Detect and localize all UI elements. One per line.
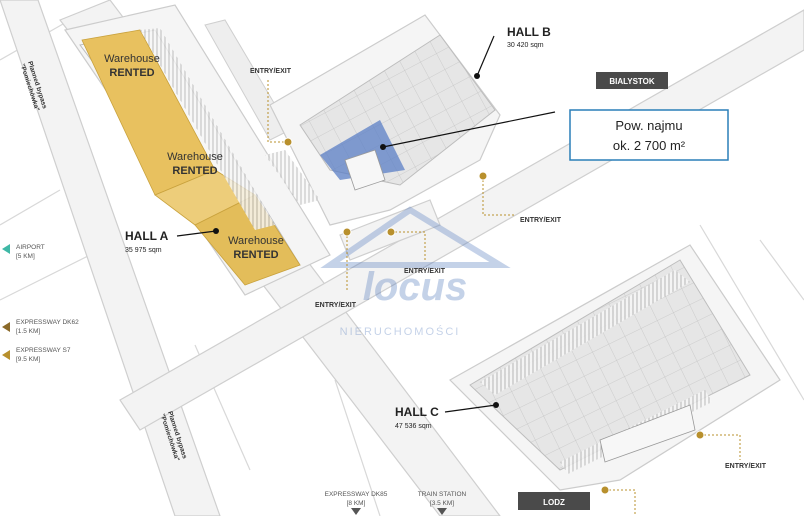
hall-b-office: [344, 149, 386, 191]
unit-label: Warehouse: [228, 235, 284, 247]
arrow-down-icon: [351, 508, 361, 515]
hall-b-area: 30 420 sqm: [507, 42, 544, 49]
city-label-bg: [518, 492, 590, 510]
callout-line2: ok. 2 700 m²: [613, 138, 686, 153]
entry-marker: [695, 430, 705, 440]
watermark-brand: locus: [363, 265, 467, 309]
entry-exit-labels: ENTRY/EXIT ENTRY/EXIT ENTRY/EXIT ENTRY/E…: [250, 68, 767, 470]
arrow-down-icon: [437, 508, 447, 515]
city-labels: BIALYSTOK LODZ: [518, 72, 668, 510]
hall-c-name: HALL C: [395, 405, 439, 419]
entry-exit-label: ENTRY/EXIT: [404, 268, 446, 275]
entry-exit-connectors: [267, 80, 741, 516]
unit-status: RENTED: [109, 67, 154, 79]
entry-marker: [283, 137, 293, 147]
destination-distance: [8 KM]: [347, 500, 366, 507]
destination-distance: [1.5 KM]: [16, 328, 40, 335]
entry-marker: [342, 227, 352, 237]
unit-label: Warehouse: [104, 53, 160, 65]
destination-name: EXPRESSWAY DK85: [325, 491, 388, 498]
destination-name: EXPRESSWAY DK62: [16, 319, 79, 326]
hall-c-parking-north: [480, 270, 690, 395]
destination-distance: [3.5 KM]: [430, 500, 454, 507]
hall-labels: HALL A 35 975 sqm HALL B 30 420 sqm HALL…: [125, 25, 551, 430]
unit-status: RENTED: [233, 249, 278, 261]
hall-b-highlight-unit: [320, 120, 405, 180]
entry-exit-label: ENTRY/EXIT: [250, 68, 292, 75]
hall-b-site: [265, 14, 501, 226]
hall-b-name: HALL B: [507, 25, 551, 39]
hall-a-area: 35 975 sqm: [125, 247, 162, 254]
destinations-bottom: EXPRESSWAY DK85 [8 KM] TRAIN STATION [3.…: [325, 491, 467, 515]
hall-c-office: [599, 404, 696, 463]
entry-exit-label: ENTRY/EXIT: [315, 302, 357, 309]
destination-distance: [9.5 KM]: [16, 356, 40, 363]
destination-name: TRAIN STATION: [418, 491, 467, 498]
hall-a-name: HALL A: [125, 229, 169, 243]
city-north: BIALYSTOK: [609, 77, 655, 86]
destination-distance: [5 KM]: [16, 253, 35, 260]
arrow-left-icon: [2, 322, 10, 332]
hall-a-loading-docks: [140, 28, 275, 230]
watermark-logo: locus NIERUCHOMOŚCI: [320, 206, 511, 338]
entry-marker: [386, 227, 396, 237]
hall-a-unit-labels: Warehouse RENTED Warehouse RENTED Wareho…: [104, 53, 284, 261]
entry-exit-label: ENTRY/EXIT: [725, 463, 767, 470]
hall-a-unit-3: [194, 194, 301, 286]
hall-c-area: 47 536 sqm: [395, 423, 432, 430]
entry-exit-markers: [283, 137, 705, 495]
entry-exit-label: ENTRY/EXIT: [520, 217, 562, 224]
watermark-sub: NIERUCHOMOŚCI: [340, 325, 461, 338]
callout-line1: Pow. najmu: [615, 118, 682, 133]
city-label-bg: [596, 72, 668, 89]
destination-name: AIRPORT: [16, 244, 45, 251]
arrow-left-icon: [2, 350, 10, 360]
hall-c-site: [449, 244, 781, 491]
area-callout: Pow. najmu ok. 2 700 m²: [380, 109, 729, 161]
hall-a-site: [64, 4, 331, 296]
entry-marker: [600, 485, 610, 495]
unit-status: RENTED: [172, 165, 217, 177]
entry-marker: [478, 171, 488, 181]
hall-b-parking: [265, 150, 320, 205]
arrow-left-icon: [2, 244, 10, 254]
unit-label: Warehouse: [167, 151, 223, 163]
destination-name: EXPRESSWAY S7: [16, 347, 71, 354]
city-south: LODZ: [543, 498, 565, 507]
destinations-left: AIRPORT [5 KM] EXPRESSWAY DK62 [1.5 KM] …: [2, 244, 79, 363]
